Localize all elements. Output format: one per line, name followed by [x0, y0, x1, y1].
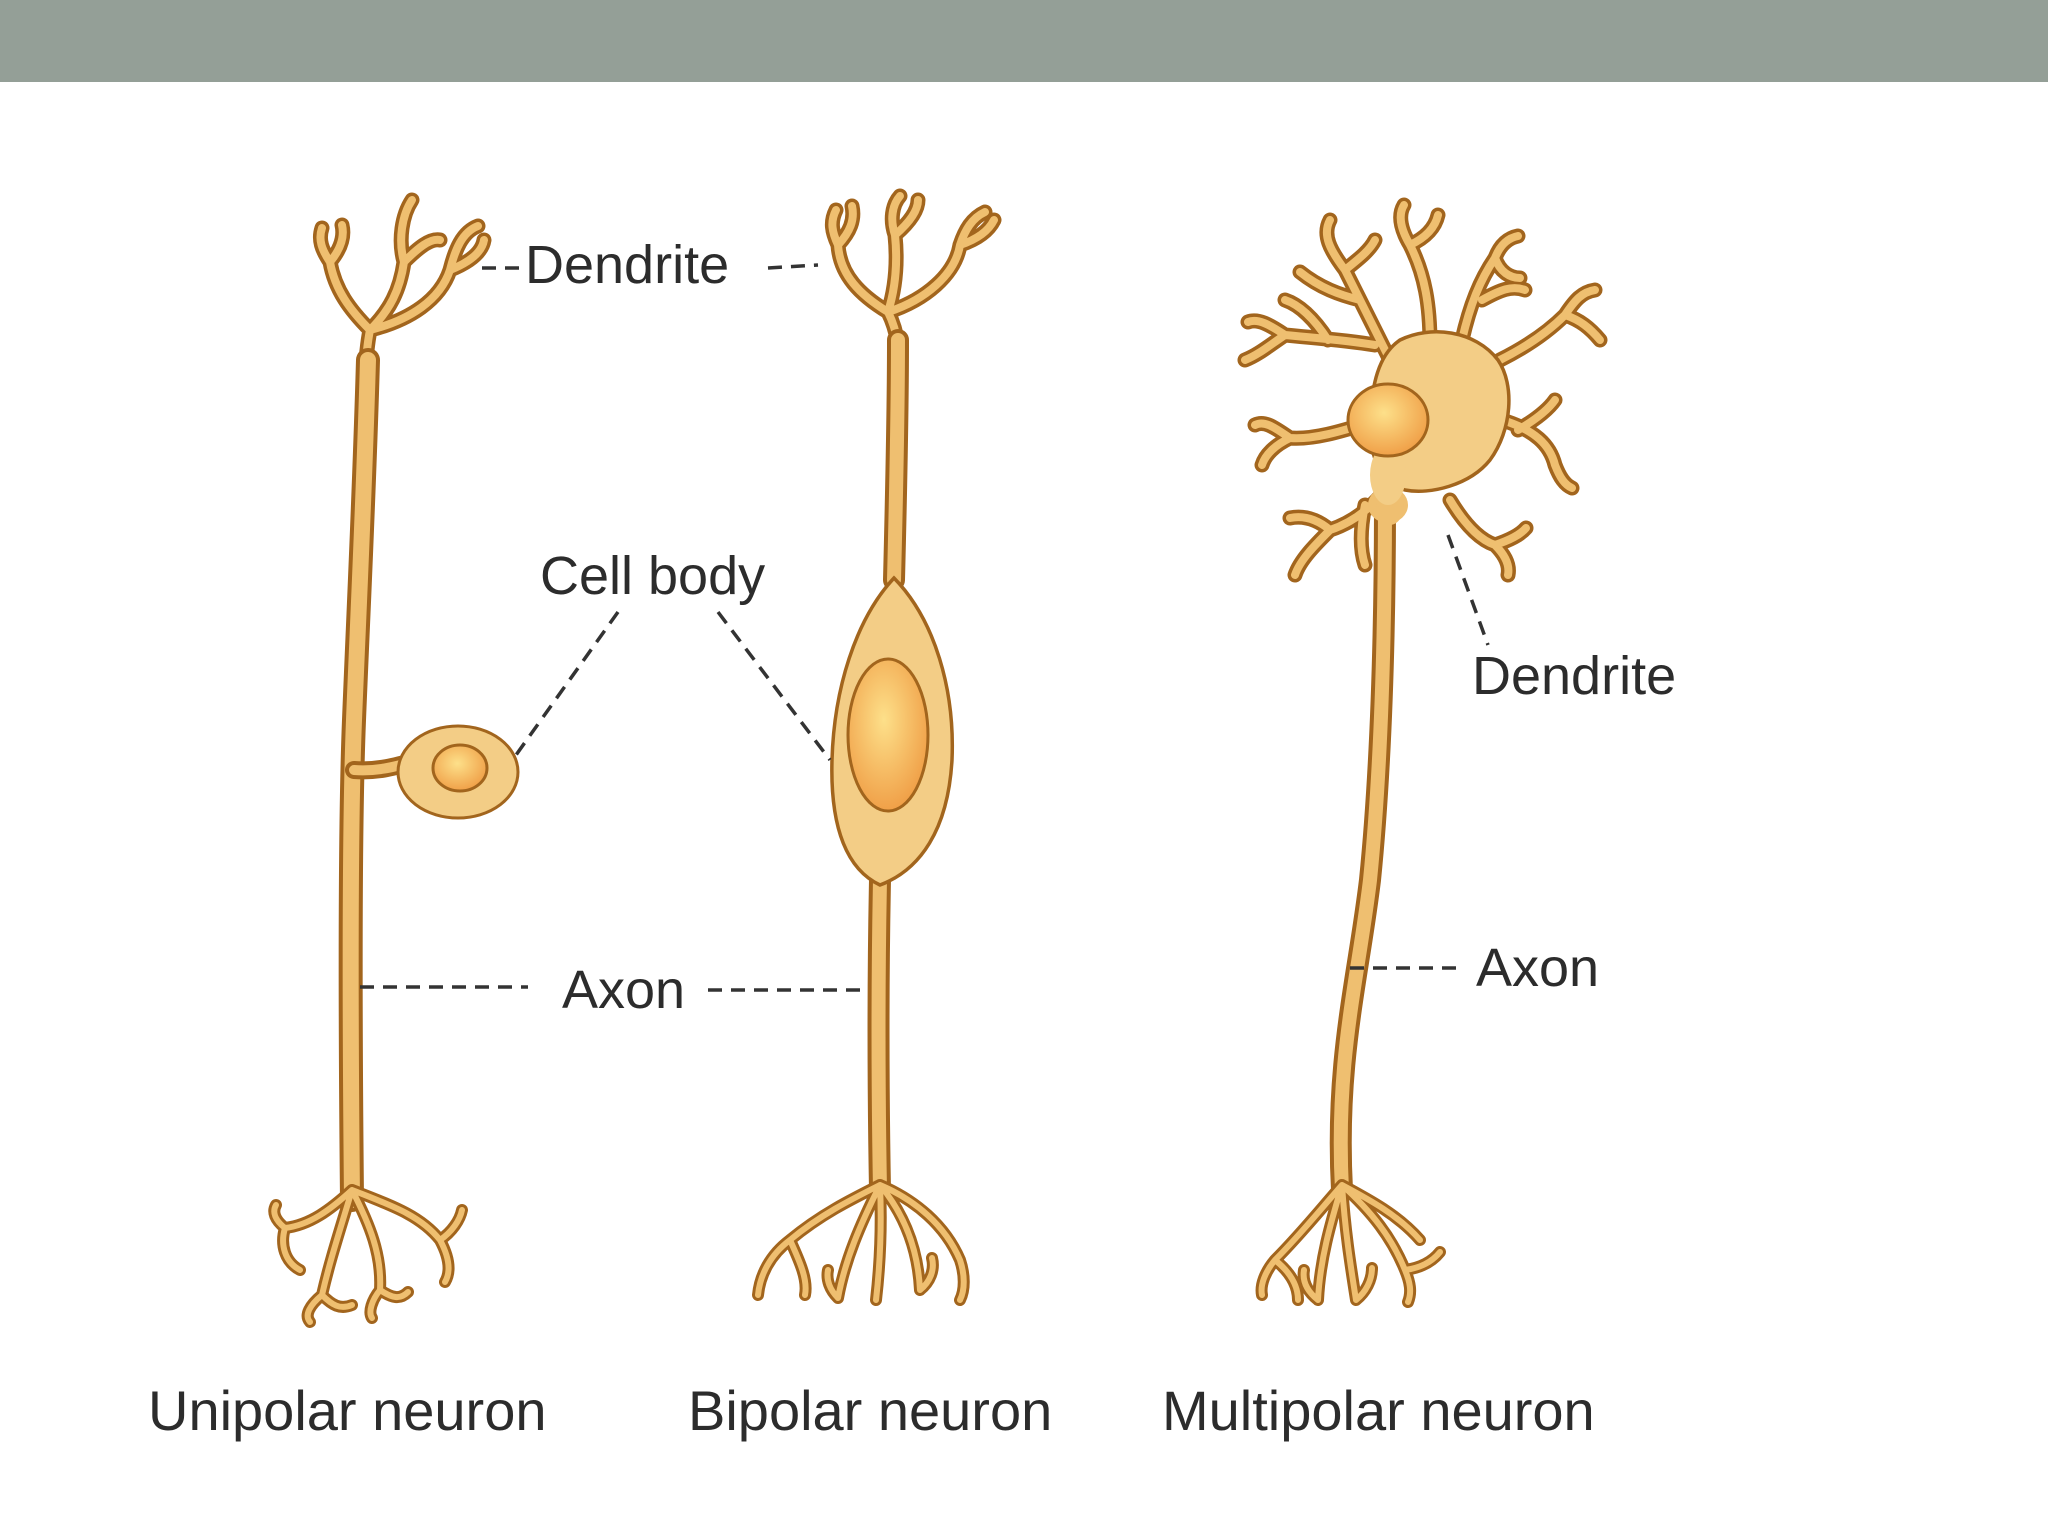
label-dendrite-multipolar: Dendrite [1472, 646, 1676, 706]
label-axon-shared: Axon [562, 960, 685, 1020]
caption-unipolar: Unipolar neuron [148, 1379, 546, 1442]
multipolar-cell-body [1346, 330, 1511, 525]
multipolar-neuron [1237, 197, 1608, 1308]
caption-bipolar: Bipolar neuron [688, 1379, 1052, 1442]
bipolar-neuron [752, 188, 1002, 1306]
caption-multipolar: Multipolar neuron [1162, 1379, 1595, 1442]
multipolar-dendrites [1237, 197, 1608, 583]
labels: Dendrite Cell body Axon Dendrite Axon [525, 235, 1676, 1020]
leader-dendrite-right [767, 263, 819, 270]
label-cell-body: Cell body [540, 546, 765, 606]
leader-dendrite-multipolar [1446, 534, 1490, 646]
leader-lines [360, 263, 1490, 992]
unipolar-dendrites [312, 192, 492, 386]
bipolar-cell-body [830, 575, 955, 887]
unipolar-cell-body [396, 724, 520, 820]
label-dendrite-shared: Dendrite [525, 235, 729, 295]
top-bar [0, 0, 2048, 82]
bipolar-process [867, 329, 909, 1201]
multipolar-axon-terminals [1255, 1179, 1446, 1308]
leader-cell-body-unipolar [514, 610, 620, 757]
leader-cell-body-bipolar [716, 610, 832, 762]
unipolar-neuron [268, 192, 520, 1328]
bipolar-axon-terminals [752, 1179, 970, 1306]
captions: Unipolar neuron Bipolar neuron Multipola… [148, 1379, 1595, 1442]
bipolar-dendrites [824, 188, 1002, 353]
multipolar-axon [1329, 489, 1396, 1201]
unipolar-axon-terminals [268, 1184, 468, 1328]
label-axon-multipolar: Axon [1476, 938, 1599, 998]
unipolar-axon [338, 348, 429, 1212]
